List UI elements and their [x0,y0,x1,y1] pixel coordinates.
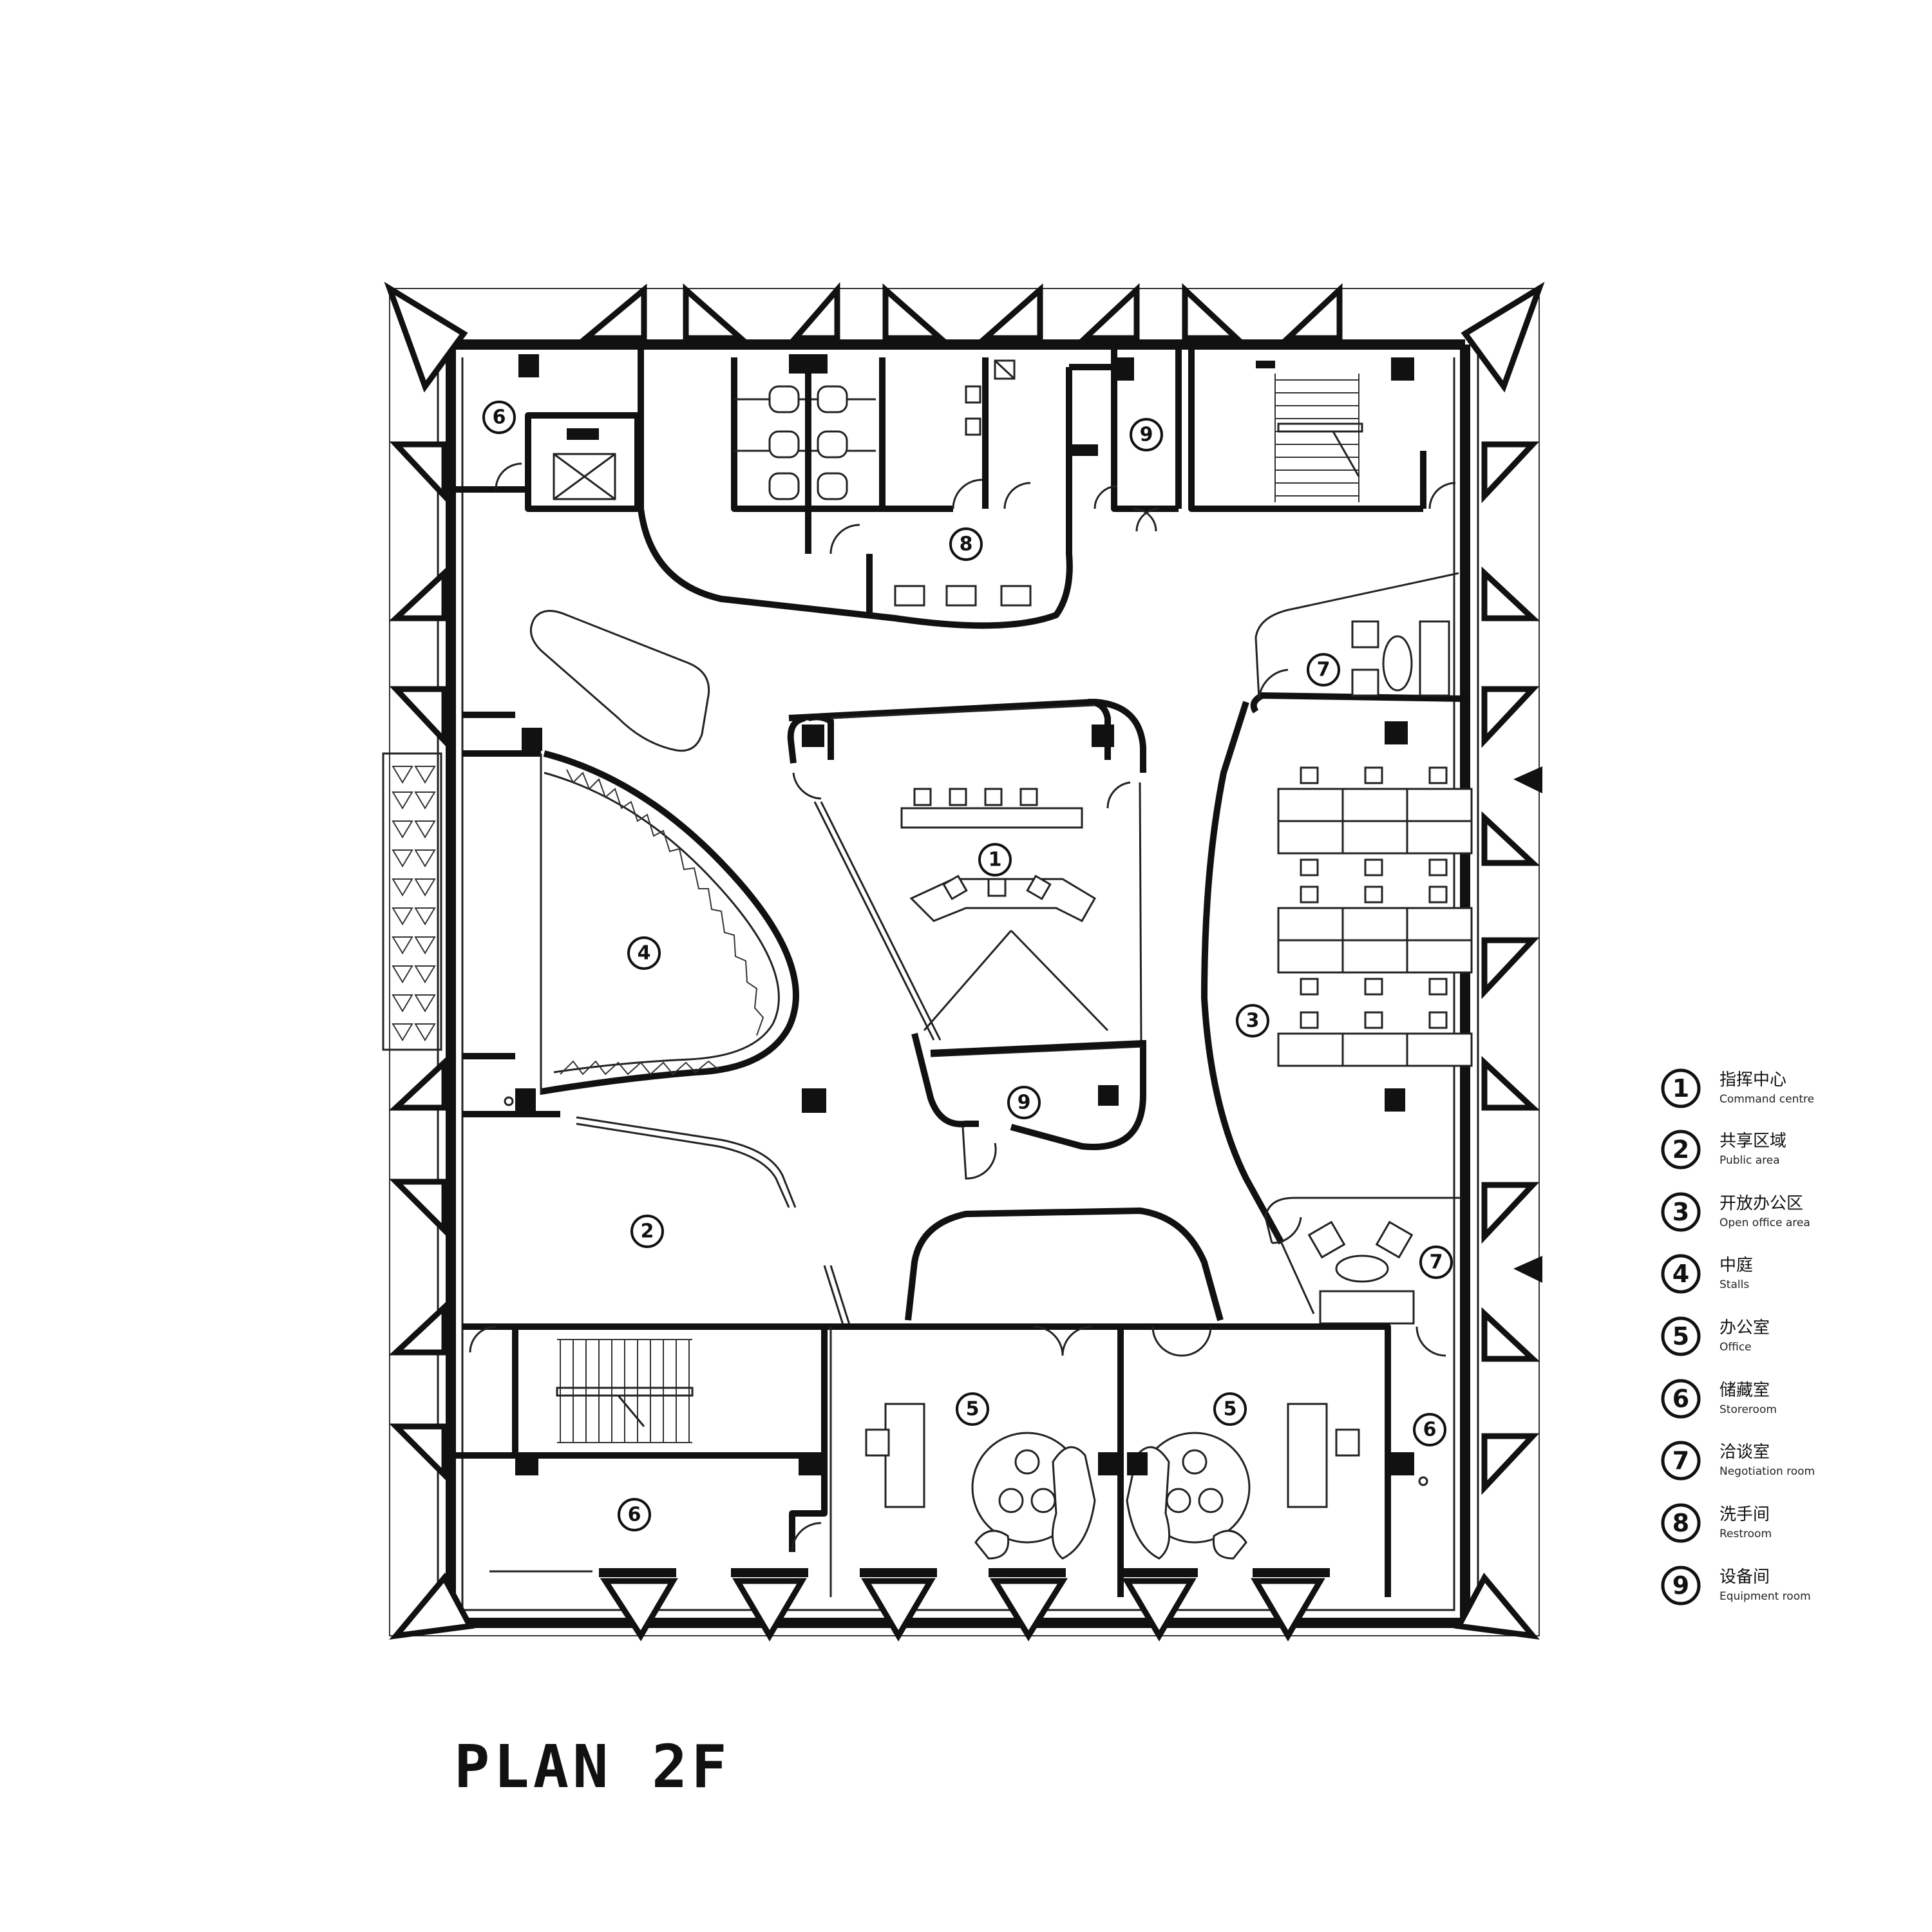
svg-text:Equipment room: Equipment room [1719,1590,1811,1603]
svg-text:洽谈室: 洽谈室 [1719,1443,1770,1462]
facade-fins-top [578,281,1343,341]
svg-text:9: 9 [1018,1092,1031,1114]
badge-office-e: 5 [1213,1392,1247,1426]
svg-text:8: 8 [960,533,973,556]
svg-text:5: 5 [966,1398,980,1421]
svg-text:8: 8 [1672,1509,1689,1537]
svg-text:2: 2 [641,1220,654,1243]
svg-text:7: 7 [1430,1251,1443,1274]
badge-command: 1 [978,843,1012,876]
svg-text:Storeroom: Storeroom [1719,1403,1777,1416]
badge-negotiation-ne: 7 [1307,653,1340,687]
badge-office-w: 5 [956,1392,989,1426]
svg-text:7: 7 [1672,1446,1689,1475]
badge-stalls: 4 [627,936,661,970]
svg-text:Office: Office [1719,1341,1752,1354]
svg-text:6: 6 [493,406,506,429]
svg-text:2: 2 [1672,1135,1689,1164]
svg-text:办公室: 办公室 [1719,1318,1770,1338]
badge-equipment-c: 9 [1007,1086,1041,1119]
badge-storeroom-s: 6 [618,1498,651,1531]
svg-text:6: 6 [628,1504,641,1526]
legend-item-2: 2 共享区域 Public area [1661,1130,1786,1170]
legend: 1 指挥中心 Command centre 2 共享区域 Public area… [1661,1068,1815,1605]
legend-item-1: 1 指挥中心 Command centre [1661,1068,1814,1108]
svg-text:Stalls: Stalls [1719,1278,1749,1291]
svg-text:3: 3 [1246,1010,1260,1032]
legend-item-4: 4 中庭 Stalls [1661,1254,1753,1294]
svg-text:4: 4 [1672,1260,1689,1288]
badge-storeroom-e: 6 [1413,1413,1446,1446]
svg-text:7: 7 [1317,659,1331,681]
facade-fins-bottom [600,1578,1325,1642]
courtyard-screen [382,752,442,1051]
open-office-zone [1201,572,1473,1245]
svg-text:4: 4 [638,942,651,965]
north-equipment-stair [1066,345,1456,532]
svg-text:洗手间: 洗手间 [1719,1505,1770,1524]
badge-equipment-n: 9 [1130,418,1163,451]
svg-text:Open office area: Open office area [1719,1217,1810,1229]
office-east [1121,1323,1391,1597]
facade-fins-right [1481,441,1540,1495]
svg-text:Public area: Public area [1719,1154,1780,1167]
office-west [824,1323,1124,1597]
svg-text:9: 9 [1140,424,1153,446]
bottom-window-frames [489,1568,1330,1577]
svg-text:Negotiation room: Negotiation room [1719,1465,1815,1478]
courtyard-zone [462,712,799,1208]
svg-text:Command centre: Command centre [1719,1093,1814,1106]
svg-text:5: 5 [1672,1322,1689,1350]
svg-text:设备间: 设备间 [1719,1567,1770,1587]
svg-text:储藏室: 储藏室 [1719,1381,1770,1400]
facade-fins-left [388,441,448,1482]
badge-restroom: 8 [949,527,983,561]
legend-item-8: 8 洗手间 Restroom [1661,1503,1772,1543]
corner-fins [384,281,1545,1640]
svg-text:6: 6 [1672,1385,1689,1413]
svg-text:Restroom: Restroom [1719,1528,1772,1540]
legend-item-5: 5 办公室 Office [1661,1316,1770,1356]
svg-text:中庭: 中庭 [1719,1256,1753,1275]
north-storeroom-elevator [451,345,644,512]
svg-text:6: 6 [1423,1419,1437,1441]
svg-text:3: 3 [1672,1198,1689,1226]
svg-text:5: 5 [1224,1398,1237,1421]
svg-text:共享区域: 共享区域 [1719,1132,1786,1151]
badge-open-office: 3 [1236,1004,1269,1037]
badge-public: 2 [630,1215,664,1248]
plan-title: PLAN 2F [454,1732,731,1801]
legend-item-9: 9 设备间 Equipment room [1661,1566,1811,1605]
restroom-block [638,354,1073,629]
svg-text:指挥中心: 指挥中心 [1719,1070,1786,1090]
legend-item-7: 7 洽谈室 Negotiation room [1661,1441,1815,1481]
svg-text:1: 1 [1672,1074,1689,1103]
svg-text:1: 1 [989,849,1002,871]
room-badges: 6 9 8 7 1 4 3 9 [482,401,1453,1531]
ceiling-island [529,610,710,752]
legend-item-6: 6 储藏室 Storeroom [1661,1379,1777,1419]
negotiation-room-ne [1351,620,1450,697]
storeroom-east [1391,1326,1446,1486]
command-centre-zone [787,699,1146,1180]
badge-storeroom-nw: 6 [482,401,516,434]
entrance-markers [1513,766,1542,1283]
svg-text:开放办公区: 开放办公区 [1719,1194,1803,1213]
negotiation-room-e [1264,1197,1462,1325]
svg-text:9: 9 [1672,1571,1689,1600]
building-envelope [389,288,1540,1636]
public-area-zone [802,1088,1224,1327]
legend-item-3: 3 开放办公区 Open office area [1661,1192,1810,1232]
badge-negotiation-e: 7 [1419,1245,1453,1279]
